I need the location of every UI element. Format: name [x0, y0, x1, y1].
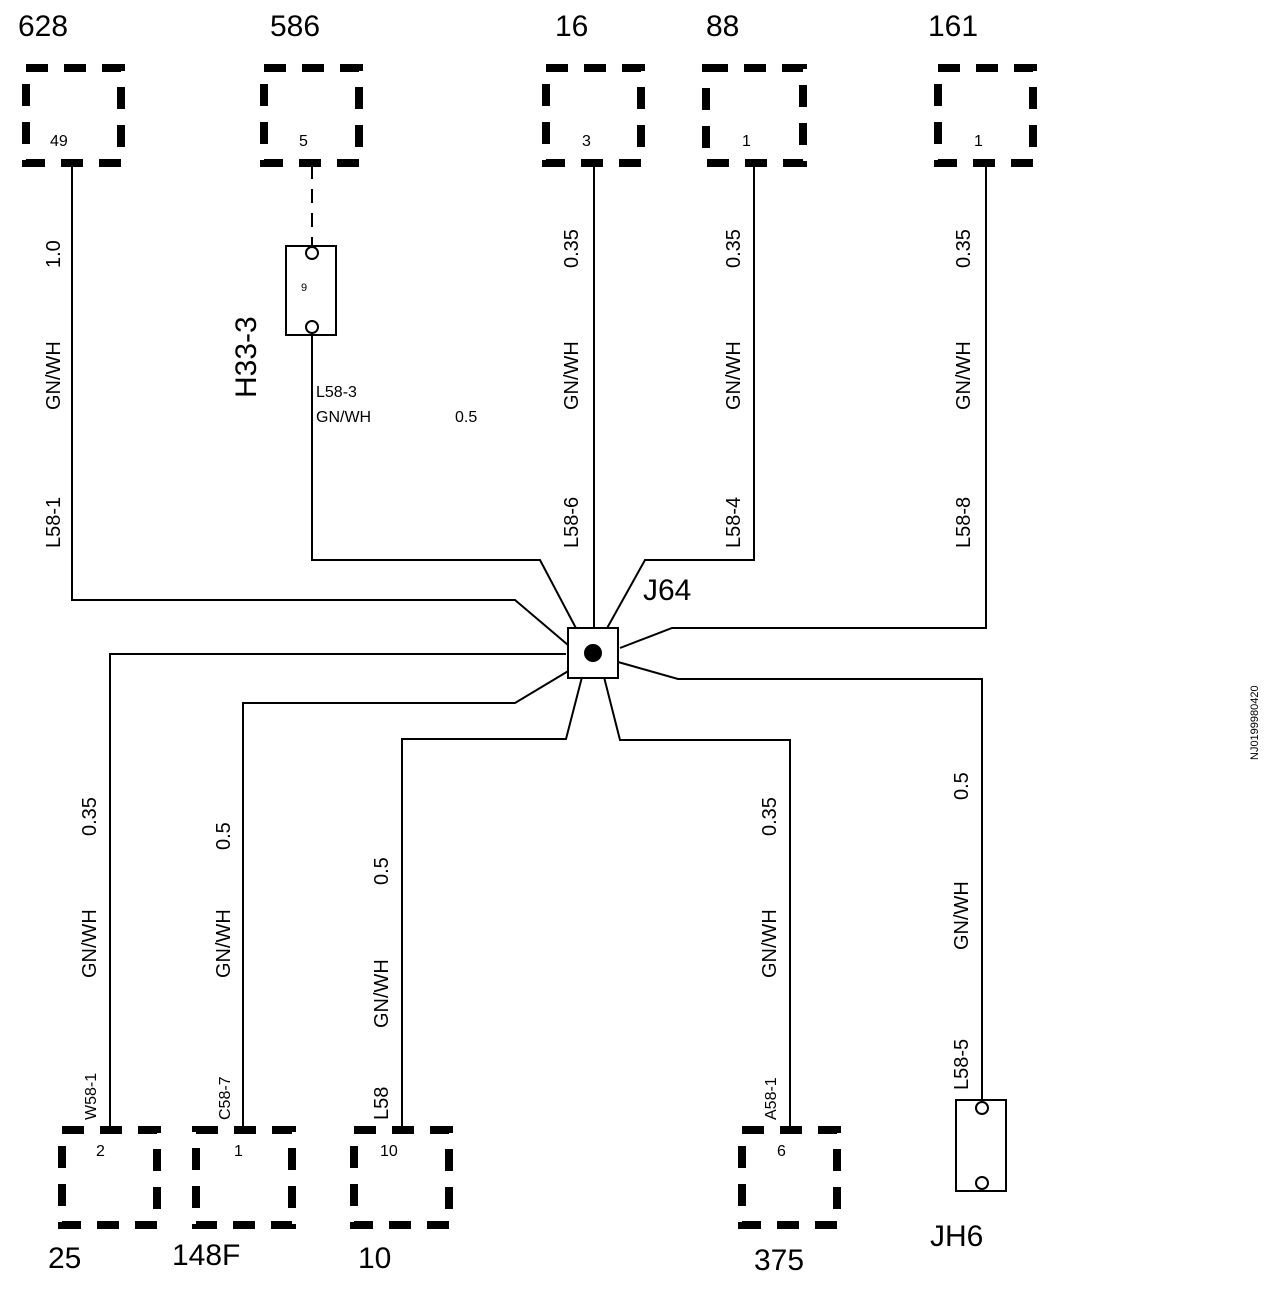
- wire-10-color: GN/WH: [371, 959, 393, 1028]
- connector-586-label: 586: [270, 10, 320, 43]
- figure-id: NJ0199980420: [1249, 685, 1261, 760]
- wire-375-color: GN/WH: [759, 909, 781, 978]
- connector-161-label: 161: [928, 10, 978, 43]
- h33-pin-number: 9: [301, 282, 307, 294]
- wire-h33-size: 0.5: [455, 409, 477, 426]
- wire-88: [605, 165, 755, 631]
- wire-88-id: L58-4: [723, 497, 745, 548]
- connector-25-label: 25: [48, 1242, 81, 1275]
- connector-25-pin: 2: [96, 1143, 105, 1160]
- wire-161-size: 0.35: [953, 229, 975, 268]
- jh6-component-body: [955, 1099, 1007, 1192]
- j64-splice-dot: [584, 644, 602, 662]
- wire-628: [71, 165, 569, 646]
- h33-top-pin: [305, 246, 319, 260]
- connector-16-box: [542, 64, 645, 167]
- wire-161: [619, 165, 987, 649]
- connector-586-box: [260, 64, 363, 167]
- connector-628-pin: 49: [50, 133, 68, 150]
- wire-25-color: GN/WH: [79, 909, 101, 978]
- wire-628-size: 1.0: [43, 240, 65, 268]
- wire-10-size: 0.5: [371, 857, 393, 885]
- wire-25-id: W58-1: [83, 1073, 100, 1120]
- wire-161-color: GN/WH: [953, 341, 975, 410]
- wire-jh6-size: 0.5: [951, 772, 973, 800]
- connector-375-pin: 6: [777, 1143, 786, 1160]
- connector-88-box: [702, 64, 807, 167]
- wire-88-size: 0.35: [723, 229, 745, 268]
- wire-h33-color: GN/WH: [316, 409, 371, 426]
- wire-10-id: L58: [371, 1087, 393, 1120]
- connector-161-pin: 1: [974, 133, 983, 150]
- h33-label: H33-3: [230, 316, 263, 398]
- wire-jh6-id: L58-5: [951, 1039, 973, 1090]
- wire-16-color: GN/WH: [561, 341, 583, 410]
- wire-148f-id: C58-7: [217, 1076, 234, 1120]
- wire-375-id: A58-1: [763, 1077, 780, 1120]
- wire-10: [401, 676, 583, 1128]
- wire-148f-color: GN/WH: [213, 909, 235, 978]
- wire-25: [109, 653, 566, 1128]
- wire-jh6: [617, 661, 983, 1102]
- connector-148f-pin: 1: [234, 1143, 243, 1160]
- wire-16-id: L58-6: [561, 497, 583, 548]
- wire-148f: [242, 669, 571, 1128]
- wire-h33: [311, 333, 579, 633]
- connector-586-pin: 5: [299, 133, 308, 150]
- wire-148f-size: 0.5: [213, 822, 235, 850]
- connector-628-box: [22, 64, 125, 167]
- jh6-top-pin: [975, 1101, 989, 1115]
- jh6-bottom-pin: [975, 1176, 989, 1190]
- jh6-label: JH6: [930, 1220, 983, 1253]
- wire-jh6-color: GN/WH: [951, 881, 973, 950]
- connector-375-box: [738, 1126, 841, 1229]
- connector-375-label: 375: [754, 1244, 804, 1277]
- connector-10-pin: 10: [380, 1143, 398, 1160]
- wire-88-color: GN/WH: [723, 341, 745, 410]
- wire-161-id: L58-8: [953, 497, 975, 548]
- connector-88-pin: 1: [742, 133, 751, 150]
- connector-16-label: 16: [555, 10, 588, 43]
- h33-bottom-pin: [305, 320, 319, 334]
- connector-25-box: [58, 1126, 161, 1229]
- connector-628-label: 628: [18, 10, 68, 43]
- connector-161-box: [934, 64, 1037, 167]
- wire-25-size: 0.35: [79, 797, 101, 836]
- connector-10-label: 10: [358, 1242, 391, 1275]
- j64-label: J64: [643, 574, 691, 607]
- connector-16-pin: 3: [582, 133, 591, 150]
- wire-628-color: GN/WH: [43, 341, 65, 410]
- wire-375: [603, 676, 791, 1128]
- wire-628-id: L58-1: [43, 497, 65, 548]
- wire-16-size: 0.35: [561, 229, 583, 268]
- connector-10-box: [350, 1126, 453, 1229]
- wire-375-size: 0.35: [759, 797, 781, 836]
- connector-148f-label: 148F: [172, 1239, 240, 1272]
- wire-h33-id: L58-3: [316, 384, 357, 401]
- connector-88-label: 88: [706, 10, 739, 43]
- connector-148f-box: [192, 1126, 296, 1229]
